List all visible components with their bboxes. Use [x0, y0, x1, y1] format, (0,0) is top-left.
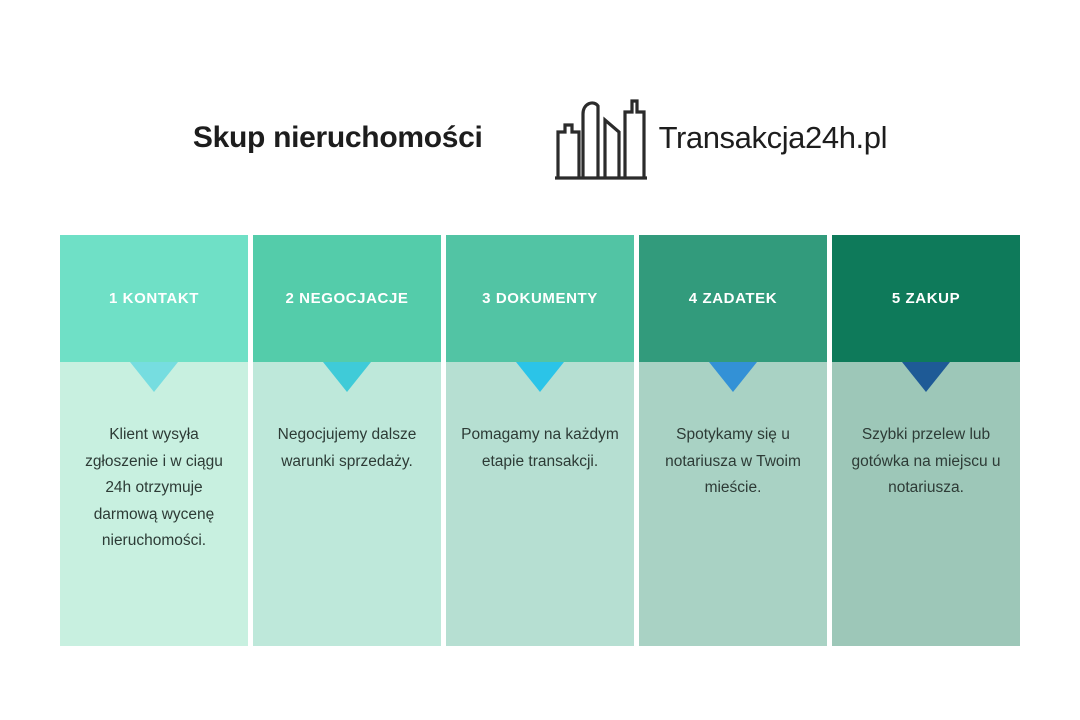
steps-row: 1 KONTAKT Klient wysyła zgłoszenie i w c… [60, 235, 1020, 646]
step-text-3: Pomagamy na każdym etapie transakcji. [461, 426, 619, 470]
down-arrow-icon [323, 362, 371, 392]
step-body-4: Spotykamy się u notariusza w Twoim mieśc… [639, 362, 827, 646]
down-arrow-icon [709, 362, 757, 392]
step-label-2: 2 NEGOCJACJE [285, 290, 409, 307]
step-label-1: 1 KONTAKT [108, 290, 200, 307]
step-column-1: 1 KONTAKT Klient wysyła zgłoszenie i w c… [60, 235, 248, 646]
down-arrow-icon [130, 362, 178, 392]
step-text-1: Klient wysyła zgłoszenie i w ciągu 24h o… [85, 426, 223, 549]
step-header-4: 4 ZADATEK [639, 235, 827, 362]
step-header-1: 1 KONTAKT [60, 235, 248, 362]
step-column-4: 4 ZADATEK Spotykamy się u notariusza w T… [639, 235, 827, 646]
step-label-5: 5 ZAKUP [891, 290, 961, 307]
step-body-3: Pomagamy na każdym etapie transakcji. [446, 362, 634, 646]
brand-lockup: Transakcja24h.pl [553, 92, 888, 184]
brand-name: Transakcja24h.pl [658, 120, 888, 155]
step-header-3: 3 DOKUMENTY [446, 235, 634, 362]
step-label-4: 4 ZADATEK [688, 290, 778, 307]
step-column-2: 2 NEGOCJACJE Negocjujemy dalsze warunki … [253, 235, 441, 646]
down-arrow-icon [902, 362, 950, 392]
step-column-5: 5 ZAKUP Szybki przelew lub gotówka na mi… [832, 235, 1020, 646]
page-title: Skup nieruchomości [192, 121, 483, 154]
step-text-5: Szybki przelew lub gotówka na miejscu u … [851, 426, 1001, 496]
step-body-2: Negocjujemy dalsze warunki sprzedaży. [253, 362, 441, 646]
step-body-1: Klient wysyła zgłoszenie i w ciągu 24h o… [60, 362, 248, 646]
step-header-5: 5 ZAKUP [832, 235, 1020, 362]
city-skyline-icon [553, 92, 649, 184]
header-row: Skup nieruchomości [0, 92, 1080, 184]
step-header-2: 2 NEGOCJACJE [253, 235, 441, 362]
step-column-3: 3 DOKUMENTY Pomagamy na każdym etapie tr… [446, 235, 634, 646]
step-label-3: 3 DOKUMENTY [482, 290, 598, 307]
step-body-5: Szybki przelew lub gotówka na miejscu u … [832, 362, 1020, 646]
step-text-2: Negocjujemy dalsze warunki sprzedaży. [277, 426, 417, 470]
step-text-4: Spotykamy się u notariusza w Twoim mieśc… [665, 426, 801, 496]
down-arrow-icon [516, 362, 564, 392]
